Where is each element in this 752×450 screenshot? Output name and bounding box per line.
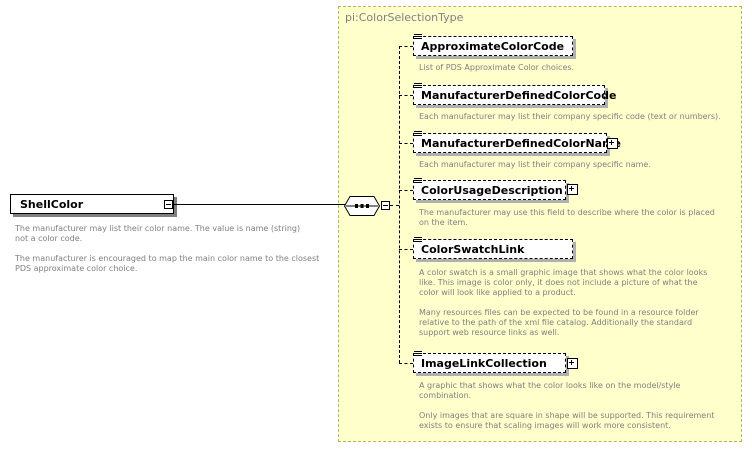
element-icon — [414, 131, 422, 137]
element-label: ColorUsageDescription — [421, 184, 563, 197]
element-documentation: A color swatch is a small graphic image … — [419, 268, 708, 337]
element-documentation: A graphic that shows what the color look… — [419, 381, 715, 430]
root-connector-line — [174, 204, 346, 205]
element-documentation: List of PDS Approximate Color choices. — [419, 63, 575, 72]
sequence-compositor-icon — [344, 196, 380, 216]
expand-icon[interactable] — [567, 184, 578, 195]
root-documentation: The manufacturer may list their color na… — [15, 224, 320, 273]
element-label: ApproximateColorCode — [421, 40, 565, 53]
branch-line — [399, 143, 413, 144]
sequence-collapse-icon[interactable] — [381, 201, 390, 210]
expand-icon[interactable] — [567, 358, 578, 369]
element-documentation: The manufacturer may use this field to d… — [419, 208, 715, 227]
branch-line — [399, 363, 413, 364]
element-icon — [414, 351, 422, 357]
collapse-icon[interactable] — [164, 200, 173, 209]
element-label: ImageLinkCollection — [421, 357, 547, 370]
element-color-usage-description[interactable]: ColorUsageDescription — [413, 178, 566, 200]
branch-line — [399, 46, 413, 47]
element-documentation: Each manufacturer may list their company… — [419, 160, 651, 169]
branch-vertical-line — [399, 46, 400, 363]
element-manufacturer-defined-color-code[interactable]: ManufacturerDefinedColorCode — [413, 83, 616, 105]
branch-line — [399, 95, 413, 96]
root-element-label: ShellColor — [20, 198, 84, 211]
element-icon — [414, 178, 422, 184]
element-icon — [414, 83, 422, 89]
element-icon — [414, 34, 422, 40]
element-manufacturer-defined-color-name[interactable]: ManufacturerDefinedColorName — [413, 131, 621, 153]
branch-line — [399, 249, 413, 250]
element-label: ManufacturerDefinedColorName — [421, 137, 622, 150]
branch-connector — [390, 205, 399, 206]
branch-line — [399, 190, 413, 191]
element-icon — [414, 237, 422, 243]
type-title: pi:ColorSelectionType — [345, 11, 464, 24]
element-label: ColorSwatchLink — [421, 243, 525, 256]
element-color-swatch-link[interactable]: ColorSwatchLink — [413, 237, 573, 259]
root-element-shellcolor[interactable]: ShellColor — [10, 194, 174, 214]
element-label: ManufacturerDefinedColorCode — [421, 89, 617, 102]
expand-icon[interactable] — [607, 138, 618, 149]
element-approximate-color-code[interactable]: ApproximateColorCode — [413, 34, 573, 56]
element-documentation: Each manufacturer may list their company… — [419, 112, 721, 121]
element-image-link-collection[interactable]: ImageLinkCollection — [413, 351, 566, 373]
